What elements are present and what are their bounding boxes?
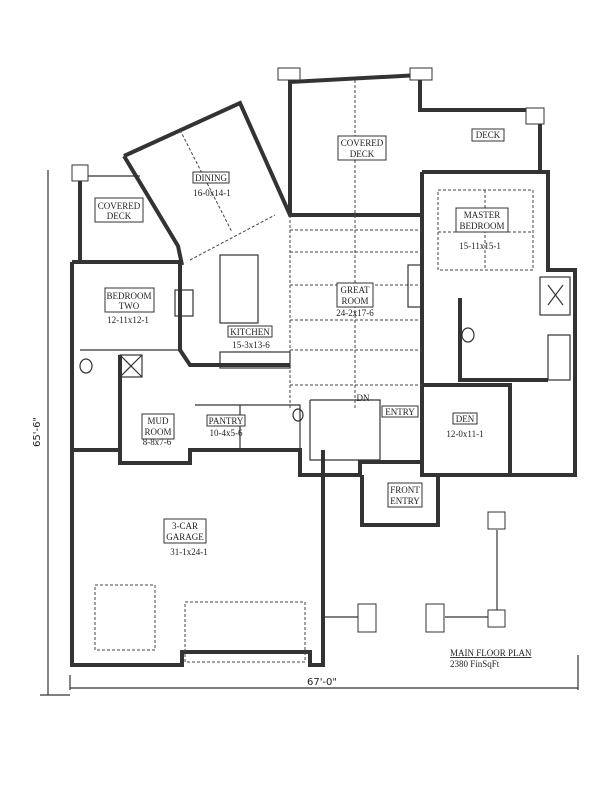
width-dimension: 67'-0" [307, 677, 337, 688]
water-heater [119, 354, 143, 378]
great-room-label-2: ROOM [341, 296, 368, 306]
mud-room-size: 8-8x7-6 [143, 437, 172, 447]
master-bedroom-label-2: BEDROOM [459, 221, 504, 231]
post [525, 107, 545, 125]
kitchen-label: KITCHEN [230, 327, 270, 337]
stairs-down-label: DN [357, 393, 370, 403]
mud-room-label: MUD [147, 416, 169, 426]
room-labels: COVERED DECK DINING 16-0x14-1 COVERED DE… [94, 128, 509, 557]
depth-dimension: 65'-6" [32, 417, 43, 447]
garage-label: 3-CAR [172, 521, 198, 531]
covered-deck-rear-label-2: DECK [350, 149, 375, 159]
pantry-size: 10-4x5-6 [210, 428, 243, 438]
range [174, 289, 194, 317]
dining-size: 16-0x14-1 [193, 188, 231, 198]
pantry-label: PANTRY [209, 416, 244, 426]
great-room-label: GREAT [341, 285, 371, 295]
post [357, 603, 377, 633]
covered-deck-left-label: COVERED [98, 201, 141, 211]
covered-deck-left-label-2: DECK [107, 211, 132, 221]
tub [547, 334, 571, 381]
post [425, 603, 445, 633]
bedroom-two-label-2: TWO [119, 301, 140, 311]
front-entry-label: FRONT [390, 485, 420, 495]
master-bedroom-label: MASTER [464, 210, 501, 220]
bedroom-two-size: 12-11x12-1 [107, 315, 149, 325]
plan-title: MAIN FLOOR PLAN [450, 648, 532, 658]
sink [292, 408, 304, 422]
deck-label: DECK [476, 130, 501, 140]
post [409, 67, 433, 81]
title-block: MAIN FLOOR PLAN 2380 FinSqFt [450, 648, 532, 669]
shower [539, 276, 571, 316]
great-room-size: 24-2x17-6 [336, 308, 374, 318]
sink [461, 327, 475, 343]
front-entry-label-2: ENTRY [390, 496, 420, 506]
dimension-lines: 65'-6" 67'-0" [32, 170, 579, 696]
dining-label: DINING [195, 173, 227, 183]
garage-label-2: GARAGE [166, 532, 204, 542]
plan-area: 2380 FinSqFt [450, 659, 500, 669]
entry-label: ENTRY [385, 407, 415, 417]
bedroom-two-label: BEDROOM [106, 291, 151, 301]
den-label: DEN [456, 414, 475, 424]
garage-size: 31-1x24-1 [170, 547, 208, 557]
post [487, 511, 506, 530]
post [277, 67, 301, 81]
sink [79, 358, 93, 374]
ceiling-lines [94, 80, 534, 663]
kitchen-island [219, 254, 259, 324]
fixtures [71, 67, 571, 633]
master-bedroom-size: 15-11x15-1 [459, 241, 501, 251]
kitchen-size: 15-3x13-6 [232, 340, 270, 350]
fireplace [407, 264, 423, 308]
post [71, 164, 89, 182]
walls [70, 72, 577, 667]
den-size: 12-0x11-1 [446, 429, 483, 439]
covered-deck-rear-label: COVERED [341, 138, 384, 148]
kitchen-counter [219, 351, 291, 369]
post [487, 609, 506, 628]
mud-room-label-2: ROOM [144, 427, 171, 437]
